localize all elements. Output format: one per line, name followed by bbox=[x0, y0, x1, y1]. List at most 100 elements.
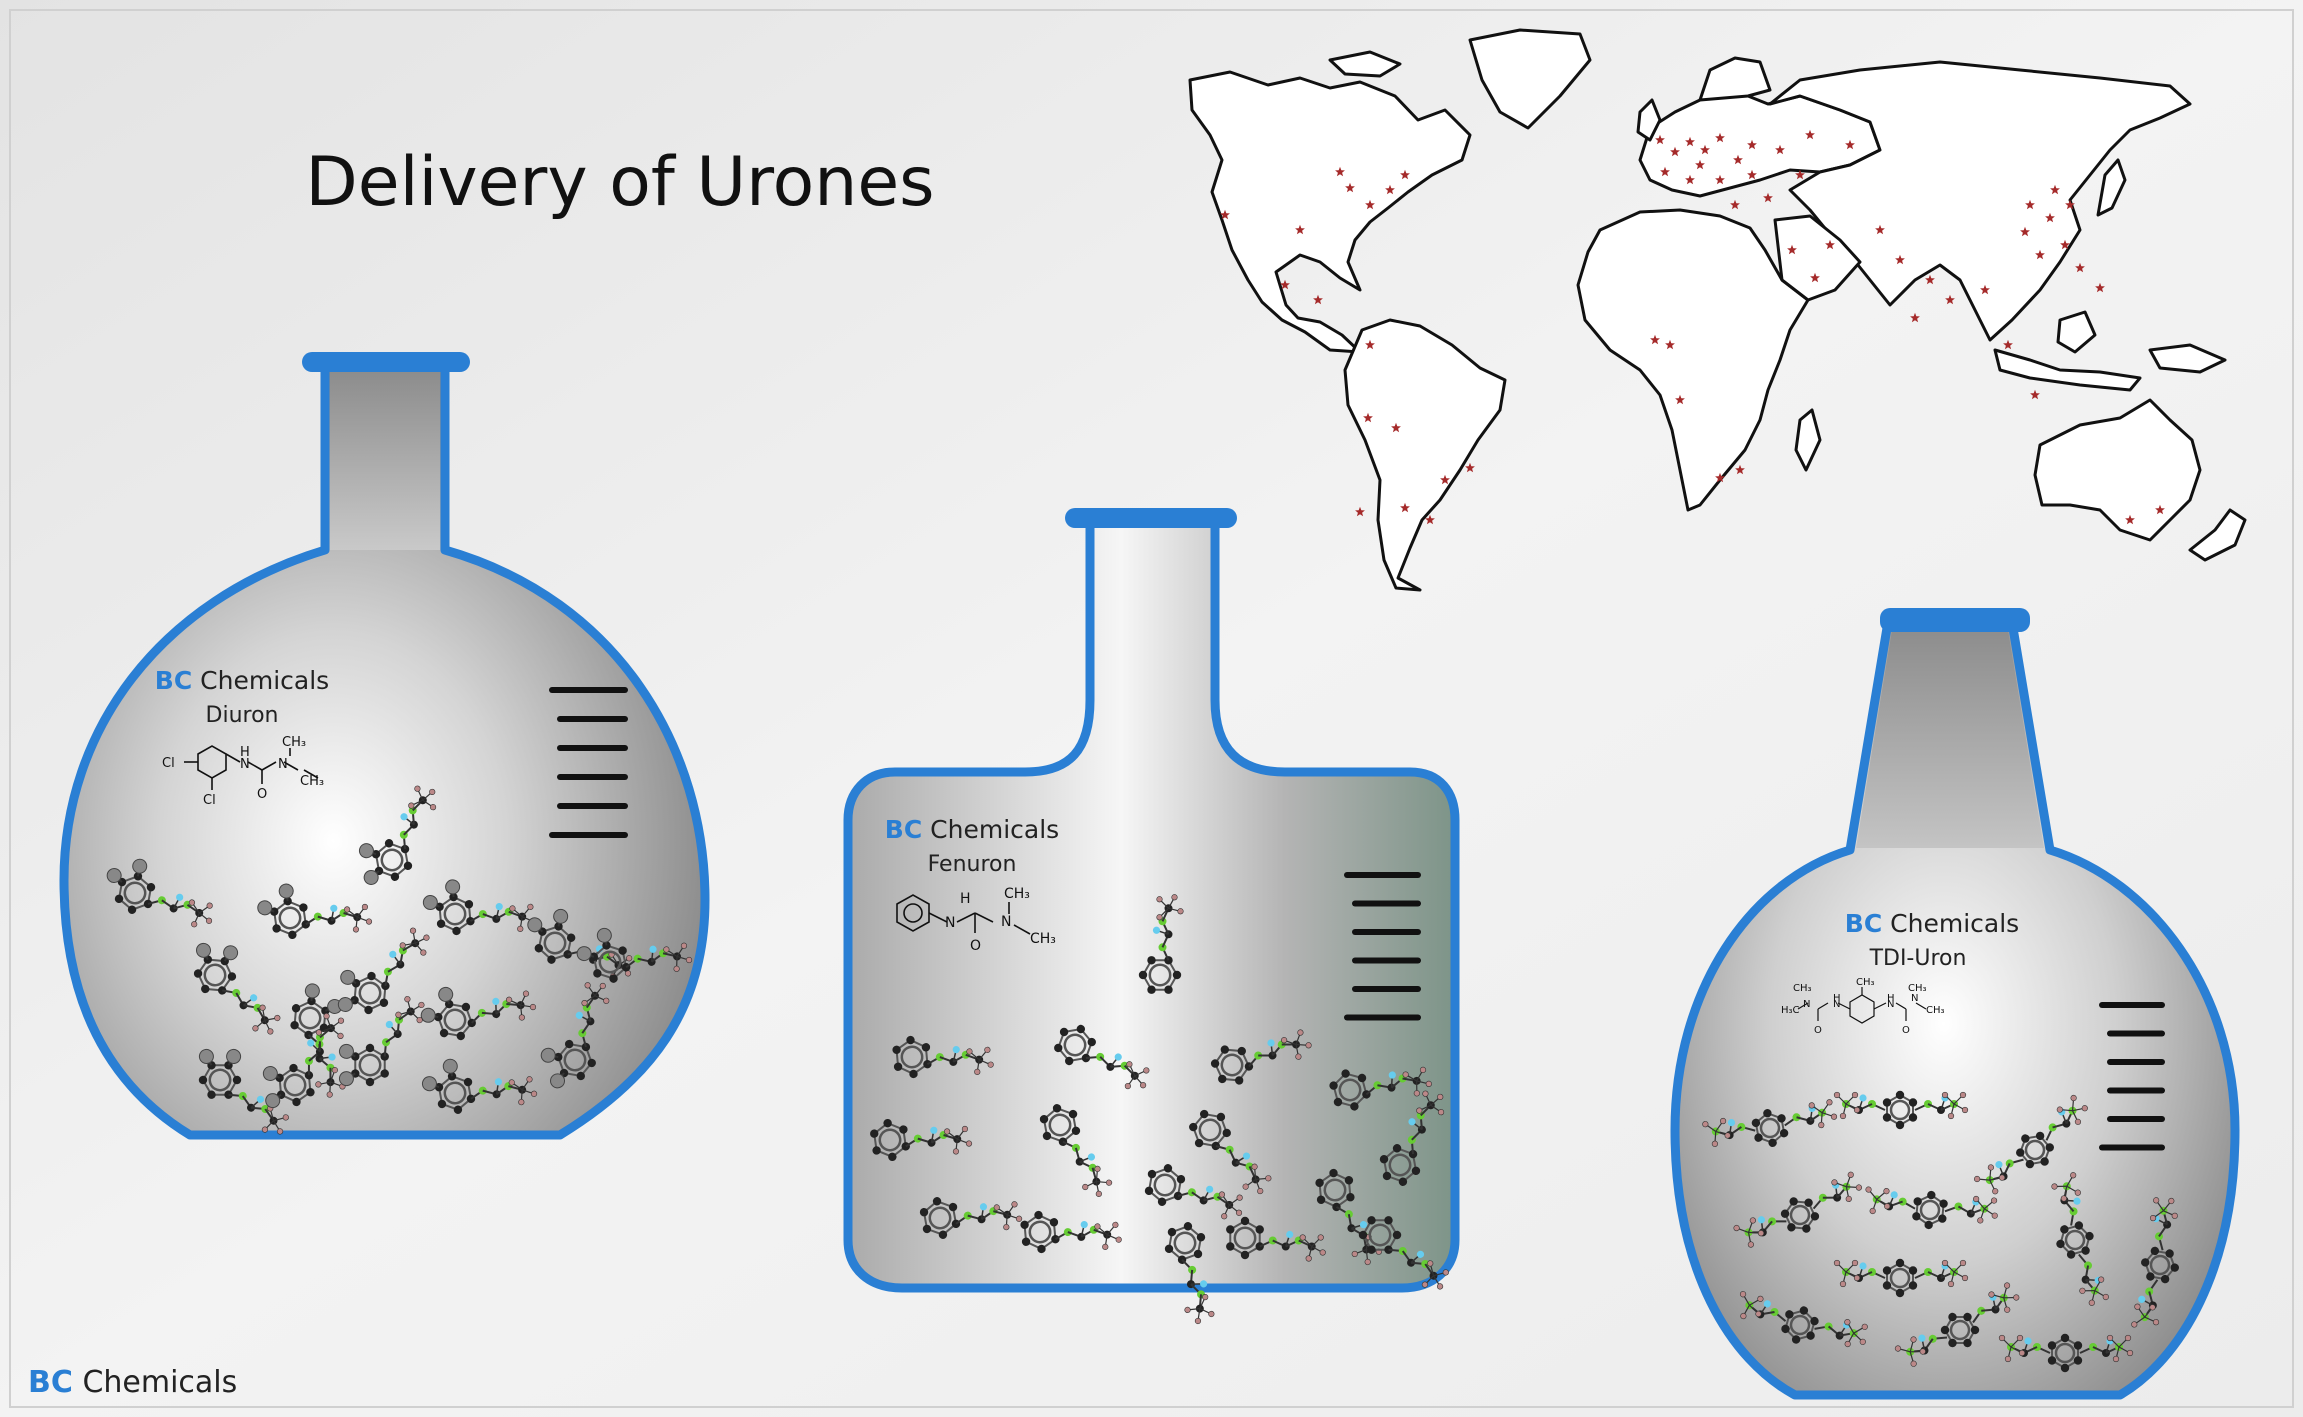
brand-name: Chemicals bbox=[1890, 909, 2019, 938]
atom-label: H₃C bbox=[1781, 1005, 1800, 1016]
location-marker-icon bbox=[1925, 274, 1935, 285]
land-scandinavia bbox=[1698, 56, 1772, 102]
svg-text:BC Chemicals: BC Chemicals bbox=[155, 666, 329, 695]
atom-label: N bbox=[1001, 914, 1011, 930]
location-marker-icon bbox=[1440, 474, 1450, 485]
location-marker-icon bbox=[1715, 132, 1725, 143]
location-marker-icon bbox=[1845, 139, 1855, 150]
atom-label: O bbox=[970, 938, 981, 954]
molecule bbox=[193, 942, 281, 1035]
location-marker-icon bbox=[2020, 226, 2030, 237]
location-marker-icon bbox=[1715, 174, 1725, 185]
flask-rim bbox=[1880, 608, 2030, 632]
location-marker-icon bbox=[1747, 169, 1757, 180]
location-marker-icon bbox=[2030, 389, 2040, 400]
molecule bbox=[1865, 1186, 1998, 1230]
location-marker-icon bbox=[1400, 502, 1410, 513]
land-australia bbox=[2033, 398, 2202, 542]
atom-label: N bbox=[945, 915, 955, 931]
footer-brand: BC Chemicals bbox=[28, 1365, 237, 1400]
structural-formula-tdi-uron bbox=[1797, 987, 1927, 1024]
molecule bbox=[1138, 894, 1184, 994]
molecule bbox=[1164, 1222, 1215, 1325]
location-marker-icon bbox=[1735, 464, 1745, 475]
molecule bbox=[1702, 1099, 1838, 1147]
atom-label: CH₃ bbox=[1856, 977, 1875, 988]
location-marker-icon bbox=[1220, 209, 1230, 220]
location-marker-icon bbox=[1355, 506, 1365, 517]
land-africa bbox=[1576, 208, 1810, 512]
brand-prefix: BC bbox=[885, 815, 922, 844]
formula-labels-tdi-uron: CH₃ H₃C N O H N CH₃ H N O N CH₃ CH₃ bbox=[1781, 977, 1945, 1036]
location-marker-icon bbox=[2065, 199, 2075, 210]
location-marker-icon bbox=[1665, 339, 1675, 350]
brand-name: Chemicals bbox=[82, 1365, 237, 1400]
molecule bbox=[576, 927, 693, 983]
molecule bbox=[1054, 1024, 1150, 1090]
graduation-marks bbox=[549, 687, 628, 838]
location-marker-icon bbox=[1365, 339, 1375, 350]
atom-label: Cl bbox=[162, 756, 175, 771]
brand-prefix: BC bbox=[155, 666, 192, 695]
atom-label: H bbox=[1887, 993, 1895, 1004]
location-marker-icon bbox=[1825, 239, 1835, 250]
molecule bbox=[420, 986, 537, 1041]
location-marker-icon bbox=[1385, 184, 1395, 195]
flask-label: BC Chemicals Fenuron bbox=[885, 815, 1059, 877]
flask-fenuron: BC Chemicals Fenuron H N O N CH₃ CH₃ bbox=[843, 508, 1460, 1325]
location-marker-icon bbox=[1685, 174, 1695, 185]
location-marker-icon bbox=[2125, 514, 2135, 525]
land-indonesia bbox=[1993, 348, 2142, 392]
location-marker-icon bbox=[2095, 282, 2105, 293]
molecule bbox=[1833, 1090, 1969, 1130]
molecules bbox=[106, 785, 693, 1135]
land-new-zealand bbox=[2188, 508, 2247, 562]
atom-label: Cl bbox=[203, 793, 216, 808]
location-marker-icon bbox=[1805, 129, 1815, 140]
location-marker-icon bbox=[2035, 249, 2045, 260]
location-marker-icon bbox=[1675, 394, 1685, 405]
molecule bbox=[1189, 1109, 1272, 1195]
molecule bbox=[1358, 1216, 1449, 1290]
land-greenland bbox=[1468, 28, 1592, 130]
atom-label: N bbox=[1887, 999, 1894, 1010]
atom-label: CH₃ bbox=[1908, 983, 1927, 994]
molecule bbox=[540, 982, 610, 1089]
atom-label: CH₃ bbox=[1030, 931, 1056, 947]
molecule bbox=[1020, 1210, 1122, 1254]
supply-markers bbox=[1220, 129, 2165, 525]
location-marker-icon bbox=[1363, 412, 1373, 423]
location-marker-icon bbox=[1345, 182, 1355, 193]
graduation-marks bbox=[1344, 872, 1421, 1021]
world-map bbox=[1188, 28, 2247, 592]
atom-label: O bbox=[1814, 1025, 1822, 1036]
land-madagascar bbox=[1794, 408, 1822, 472]
location-marker-icon bbox=[1655, 134, 1665, 145]
molecule bbox=[1973, 1094, 2088, 1195]
atom-label: CH₃ bbox=[1926, 1005, 1945, 1016]
molecule bbox=[1998, 1333, 2134, 1373]
location-marker-icon bbox=[1670, 146, 1680, 157]
molecule bbox=[262, 1013, 345, 1109]
svg-text:BC Chemicals: BC Chemicals bbox=[1845, 909, 2019, 938]
molecule bbox=[1329, 1066, 1432, 1111]
location-marker-icon bbox=[1650, 334, 1660, 345]
location-marker-icon bbox=[2003, 339, 2013, 350]
molecule bbox=[919, 1197, 1023, 1239]
location-marker-icon bbox=[1747, 139, 1757, 150]
molecule bbox=[1833, 1258, 1969, 1298]
page-title: Delivery of Urones bbox=[305, 143, 934, 222]
location-marker-icon bbox=[1280, 279, 1290, 290]
flask-neck bbox=[330, 370, 440, 550]
location-marker-icon bbox=[1733, 154, 1743, 165]
atom-label: N bbox=[1911, 993, 1918, 1004]
flask-rim bbox=[1065, 508, 1237, 528]
land-japan bbox=[2096, 158, 2127, 217]
location-marker-icon bbox=[1400, 169, 1410, 180]
flask-label: BC Chemicals Diuron bbox=[155, 666, 329, 728]
location-marker-icon bbox=[1715, 472, 1725, 483]
molecule bbox=[2131, 1197, 2179, 1328]
frame bbox=[9, 9, 2294, 1408]
brand-name: Chemicals bbox=[200, 666, 329, 695]
location-marker-icon bbox=[1775, 144, 1785, 155]
